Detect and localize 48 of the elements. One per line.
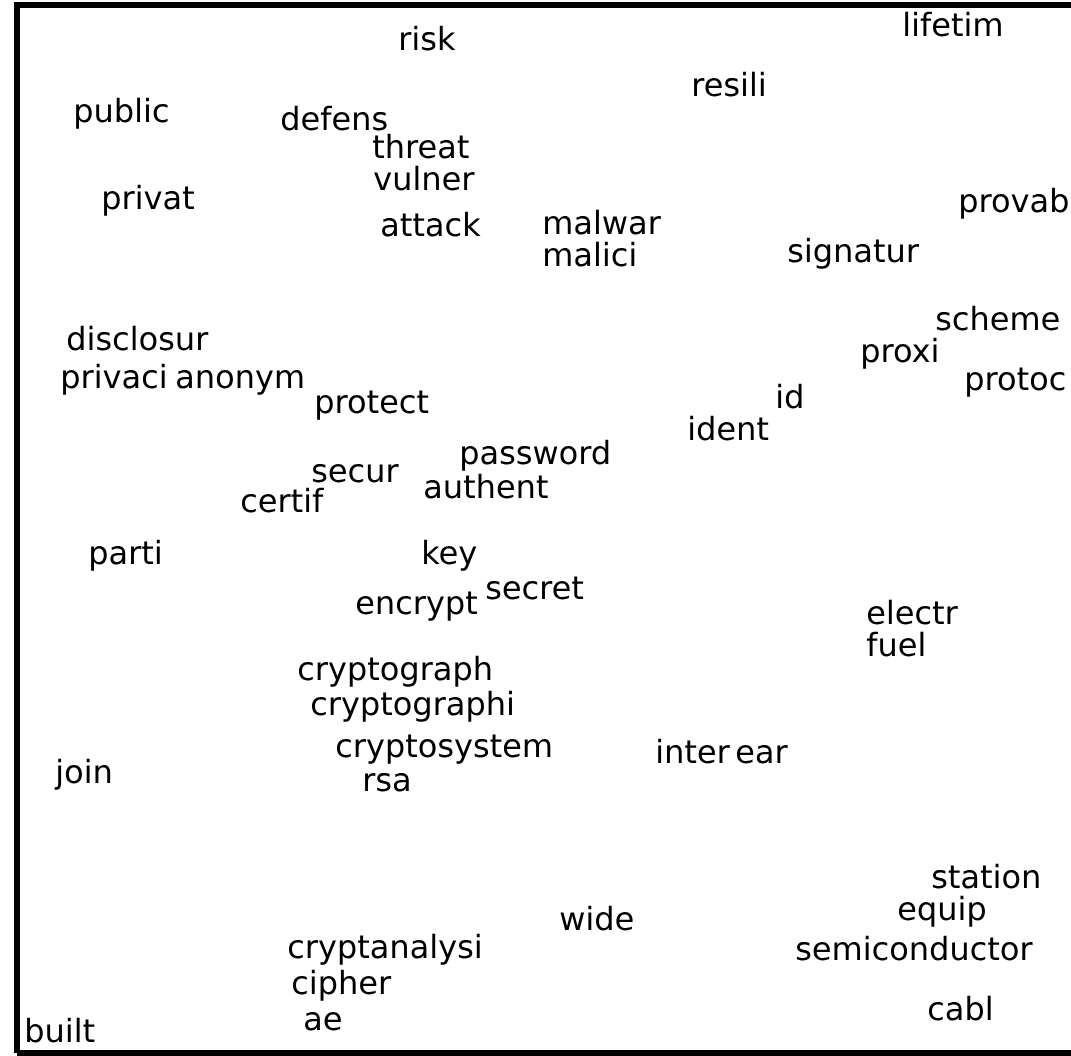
word-label: password xyxy=(462,439,609,471)
word-label: malwar xyxy=(545,209,661,235)
word-label: certif xyxy=(242,487,324,513)
word-label: id xyxy=(778,383,802,409)
word-label: inter xyxy=(658,738,730,764)
word-label: defens xyxy=(282,105,387,131)
word-label: join xyxy=(54,758,111,790)
word-label: lifetim xyxy=(905,11,1001,37)
word-label: wide xyxy=(560,905,633,931)
word-label: encrypt xyxy=(357,591,477,621)
word-label: secret xyxy=(486,576,584,600)
word-label: protect xyxy=(317,390,429,420)
word-label: provab xyxy=(961,187,1068,219)
word-label: ae xyxy=(305,1012,341,1031)
word-label: privat xyxy=(104,184,194,216)
word-label: scheme xyxy=(936,305,1059,331)
word-label: malici xyxy=(545,241,635,267)
word-label: vulner xyxy=(374,165,475,191)
word-label: authent xyxy=(425,473,548,499)
word-label: built xyxy=(27,1017,95,1043)
word-label: semiconductor xyxy=(796,935,1033,961)
word-label: threat xyxy=(373,133,469,159)
word-label: anonym xyxy=(177,370,303,395)
word-label: proxi xyxy=(863,337,937,369)
word-label: ear xyxy=(737,745,788,764)
word-label: parti xyxy=(91,539,160,571)
word-label: protoc xyxy=(967,367,1065,397)
word-label: key xyxy=(424,539,477,571)
word-label: cryptosystem xyxy=(337,734,551,764)
word-label: station xyxy=(932,863,1039,889)
word-label: cryptographi xyxy=(312,690,512,722)
word-label: signatur xyxy=(788,237,919,269)
word-label: privaci xyxy=(63,363,165,395)
word-label: cryptanalysi xyxy=(289,933,480,965)
word-label: public xyxy=(76,97,168,129)
word-label: cipher xyxy=(293,969,392,1001)
word-label: electr xyxy=(868,599,958,625)
word-label: cryptograph xyxy=(299,655,491,687)
word-label: secur xyxy=(312,464,399,483)
word-label: ident xyxy=(690,415,769,441)
word-label: fuel xyxy=(866,631,924,657)
word-label: disclosur xyxy=(68,325,209,351)
word-label: rsa xyxy=(365,773,409,792)
word-label: cabl xyxy=(929,995,991,1021)
word-label: equip xyxy=(899,895,985,927)
word-label: resili xyxy=(694,71,764,97)
word-label: risk xyxy=(401,25,456,51)
word-label: attack xyxy=(382,211,481,237)
